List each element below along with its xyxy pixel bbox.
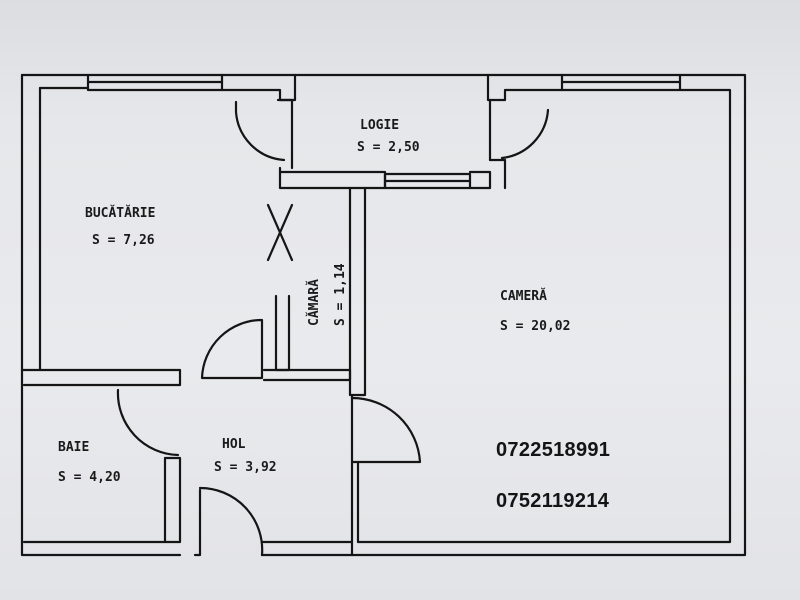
room-camera-area: S = 20,02	[500, 319, 570, 334]
window-logie	[383, 172, 472, 190]
door-logie-left	[234, 100, 286, 162]
room-camara-area: S = 1,14	[333, 263, 348, 326]
phone-number-1: 0722518991	[496, 439, 611, 461]
room-bucatarie-area: S = 7,26	[92, 233, 155, 248]
door-kitchen	[200, 318, 264, 380]
room-hol-name: HOL	[222, 437, 246, 452]
window-kitchen	[86, 73, 224, 92]
door-baie	[116, 388, 180, 457]
room-camera: CAMERĂ S = 20,02	[500, 288, 570, 334]
room-bucatarie-name: BUCĂTĂRIE	[85, 205, 155, 221]
room-baie-area: S = 4,20	[58, 470, 121, 485]
door-camara	[266, 203, 294, 262]
room-logie-name: LOGIE	[360, 118, 399, 133]
phone-number-2: 0752119214	[496, 490, 610, 512]
room-bucatarie: BUCĂTĂRIE S = 7,26	[85, 205, 155, 248]
room-baie-name: BAIE	[58, 440, 89, 455]
door-entrance	[198, 486, 264, 557]
room-logie-area: S = 2,50	[357, 140, 420, 155]
room-logie: LOGIE S = 2,50	[357, 118, 420, 155]
room-baie: BAIE S = 4,20	[58, 440, 121, 485]
room-camera-name: CAMERĂ	[500, 288, 547, 304]
room-hol: HOL S = 3,92	[214, 437, 277, 475]
room-camara-name: CĂMARĂ	[306, 279, 322, 326]
room-hol-area: S = 3,92	[214, 460, 277, 475]
window-camera	[560, 73, 682, 92]
room-camara: CĂMARĂ S = 1,14	[306, 263, 348, 326]
door-logie-right	[500, 108, 550, 160]
door-camera	[350, 396, 422, 464]
